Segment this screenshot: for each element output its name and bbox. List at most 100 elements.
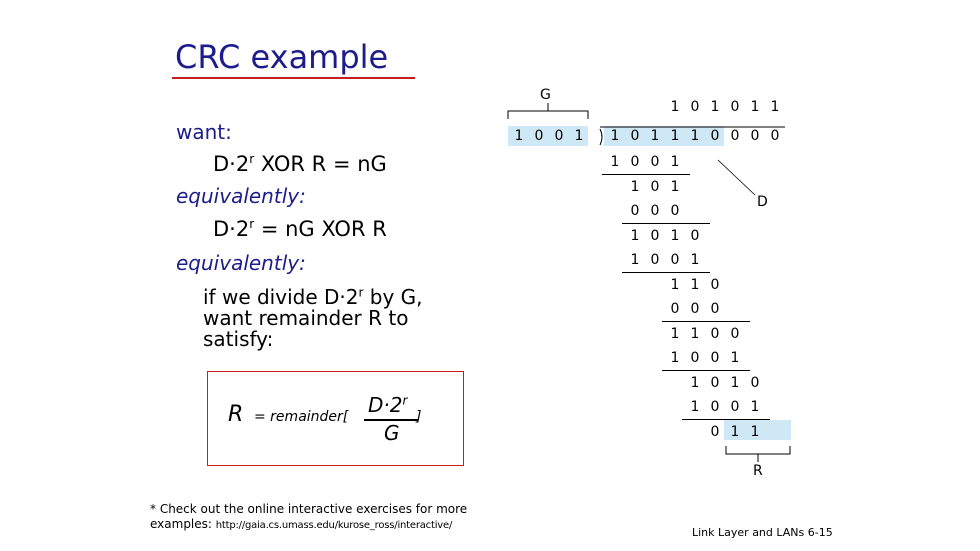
work-digit: 0 xyxy=(710,423,720,440)
slide-title: CRC example xyxy=(175,38,389,76)
work-digit: 0 xyxy=(710,374,720,391)
instruction-dot: · xyxy=(339,285,346,309)
work-digit: 0 xyxy=(650,252,660,268)
work-digit: 1 xyxy=(670,154,680,170)
page-label: Link Layer and LANs 6-15 xyxy=(692,526,833,539)
work-digit: 1 xyxy=(610,154,620,170)
formula-numerator-text: D·2 xyxy=(368,393,403,417)
divisor-highlight xyxy=(508,126,588,146)
d-pointer xyxy=(717,159,756,196)
work-digit: 1 xyxy=(750,399,760,415)
remainder-highlight xyxy=(724,420,791,440)
formula-box xyxy=(207,371,464,466)
eq2-exp: r xyxy=(249,217,255,231)
dividend-digit: 1 xyxy=(670,128,680,144)
dividend-digit: 0 xyxy=(770,128,780,144)
work-digit: 1 xyxy=(750,423,760,440)
quotient-digit: 0 xyxy=(730,99,740,115)
divisor-digit: 0 xyxy=(534,128,544,144)
dividend-digit: 0 xyxy=(630,128,640,144)
dividend-digit: 1 xyxy=(610,128,620,144)
subtraction-line xyxy=(602,174,690,175)
work-digit: 1 xyxy=(690,276,700,293)
quotient-digit: 0 xyxy=(690,99,700,115)
subtraction-line xyxy=(662,321,750,322)
dividend-digit: 0 xyxy=(710,128,720,144)
want-label: want: xyxy=(176,120,232,144)
work-digit: 0 xyxy=(670,203,680,219)
equation-1: D·2r XOR R = nG xyxy=(213,152,387,176)
work-digit: 0 xyxy=(710,325,720,342)
work-digit: 1 xyxy=(730,423,740,440)
work-digit: 1 xyxy=(630,252,640,268)
work-digit: 1 xyxy=(690,399,700,415)
formula-fraction-bar xyxy=(364,419,418,421)
work-digit: 0 xyxy=(650,227,660,244)
footnote-line2: examples: http://gaia.cs.umass.edu/kuros… xyxy=(150,517,452,531)
eq2-base: 2 xyxy=(235,217,250,241)
formula-remainder: = remainder[ xyxy=(254,409,349,425)
work-digit: 1 xyxy=(670,227,680,244)
work-digit: 0 xyxy=(650,178,660,195)
instruction-base: 2 xyxy=(345,285,359,309)
divisor-digit: 1 xyxy=(574,128,584,144)
subtraction-line xyxy=(622,272,710,273)
label-D: D xyxy=(757,194,768,210)
eq2-dot: · xyxy=(229,217,236,241)
work-digit: 0 xyxy=(650,154,660,170)
eq1-base: 2 xyxy=(235,152,250,176)
formula-numerator-exp: r xyxy=(402,393,408,408)
title-underline xyxy=(172,77,415,79)
subtraction-line xyxy=(622,223,710,224)
equation-2: D·2r = nG XOR R xyxy=(213,217,387,241)
work-digit: 1 xyxy=(630,178,640,195)
dividend-digit: 1 xyxy=(690,128,700,144)
work-digit: 1 xyxy=(690,374,700,391)
work-digit: 1 xyxy=(730,350,740,366)
work-digit: 0 xyxy=(690,350,700,366)
formula-numerator: D·2r xyxy=(368,393,407,417)
dividend-digit: 0 xyxy=(750,128,760,144)
eq2-rest: = nG XOR R xyxy=(254,217,387,241)
work-digit: 1 xyxy=(670,350,680,366)
work-digit: 0 xyxy=(650,203,660,219)
work-digit: 0 xyxy=(730,399,740,415)
eq1-rest: XOR R = nG xyxy=(254,152,387,176)
work-digit: 0 xyxy=(670,301,680,317)
formula-denominator: G xyxy=(384,421,400,445)
footnote-link[interactable]: http://gaia.cs.umass.edu/kurose_ross/int… xyxy=(215,520,453,531)
divisor-digit: 0 xyxy=(554,128,564,144)
work-digit: 1 xyxy=(730,374,740,391)
work-digit: 1 xyxy=(670,178,680,195)
eq2-lhs: D xyxy=(213,217,230,241)
work-digit: 0 xyxy=(630,154,640,170)
work-digit: 0 xyxy=(690,301,700,317)
instruction-exp: r xyxy=(358,285,364,300)
equivalently-label-1: equivalently: xyxy=(176,184,306,208)
formula-close-bracket: ] xyxy=(416,409,422,425)
dividend-highlight xyxy=(604,126,724,146)
quotient-digit: 1 xyxy=(770,99,780,115)
work-digit: 0 xyxy=(710,350,720,366)
work-digit: 1 xyxy=(670,276,680,293)
footnote-prefix: examples: xyxy=(150,517,216,531)
subtraction-line xyxy=(662,370,750,371)
eq1-dot: · xyxy=(229,152,236,176)
work-digit: 1 xyxy=(630,227,640,244)
work-digit: 0 xyxy=(630,203,640,219)
work-digit: 0 xyxy=(710,301,720,317)
work-digit: 0 xyxy=(710,276,720,293)
instruction-part2: by G, want remainder R to satisfy: xyxy=(203,285,423,351)
instruction-text: if we divide D·2r by G, want remainder R… xyxy=(203,285,473,351)
eq1-lhs: D xyxy=(213,152,230,176)
divisor-digit: 1 xyxy=(514,128,524,144)
quotient-digit: 1 xyxy=(750,99,760,115)
work-digit: 0 xyxy=(670,252,680,268)
g-bracket xyxy=(507,110,589,119)
work-digit: 0 xyxy=(730,325,740,342)
equivalently-label-2: equivalently: xyxy=(176,251,306,275)
quotient-digit: 1 xyxy=(710,99,720,115)
label-G: G xyxy=(540,87,551,103)
subtraction-line xyxy=(682,419,770,420)
